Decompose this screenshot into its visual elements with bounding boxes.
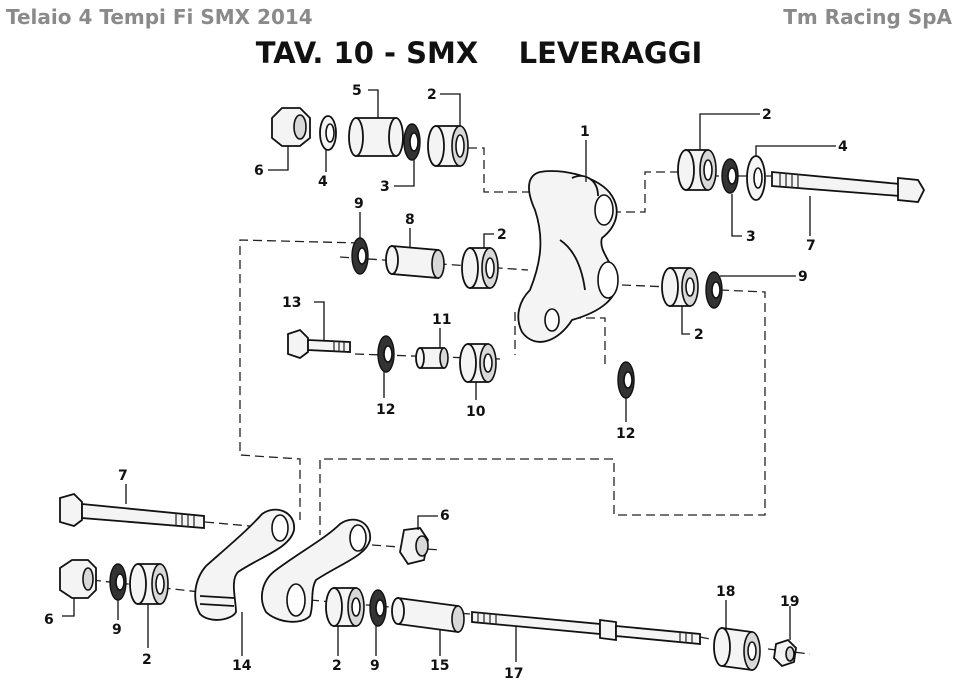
callout-18: 18: [716, 584, 735, 600]
callout-10: 10: [466, 404, 486, 420]
callout-6: 6: [44, 612, 54, 628]
callout-4: 4: [838, 139, 848, 155]
callout-7: 7: [118, 468, 128, 484]
bearing-part-2-bottom-left: [129, 563, 169, 605]
spacer-part-5: [348, 117, 404, 157]
callout-11: 11: [432, 312, 451, 328]
seal-part-9-mid-right: [705, 271, 723, 309]
seal-part-9-mid-left: [351, 237, 369, 275]
callout-8: 8: [405, 212, 415, 228]
spacer-part-15: [391, 596, 465, 634]
callout-12: 12: [616, 426, 635, 442]
callout-2: 2: [694, 327, 704, 343]
callout-7: 7: [806, 238, 816, 254]
callout-2: 2: [332, 658, 342, 674]
callout-2: 2: [142, 652, 152, 668]
rocker-lever-part-1: [517, 170, 619, 343]
bushing-part-18: [713, 626, 761, 672]
callout-3: 3: [380, 179, 390, 195]
callout-17: 17: [504, 666, 523, 682]
nut-part-6-bottom-left: [59, 559, 97, 599]
nut-part-6-top: [271, 107, 311, 147]
callout-leader-lines: [62, 89, 836, 662]
seal-part-9-bottom-mid: [369, 589, 387, 627]
callout-3: 3: [746, 229, 756, 245]
spacer-part-8: [385, 245, 445, 279]
bolt-part-7-top: [771, 171, 926, 203]
seal-part-3-top-left: [403, 123, 421, 161]
header-company-name: Tm Racing SpA: [783, 5, 952, 29]
callout-1: 1: [580, 124, 590, 140]
seal-part-12-left: [377, 335, 395, 373]
callout-2: 2: [497, 227, 507, 243]
bolt-part-7-bottom: [59, 492, 205, 529]
callout-9: 9: [798, 269, 808, 285]
seal-part-12-right: [617, 361, 635, 399]
callout-6: 6: [254, 163, 264, 179]
callout-5: 5: [352, 83, 362, 99]
header-document-title: Telaio 4 Tempi Fi SMX 2014: [6, 5, 313, 29]
washer-part-4-top-right: [746, 155, 766, 201]
callout-2: 2: [762, 107, 772, 123]
callout-6: 6: [440, 508, 450, 524]
callout-15: 15: [430, 658, 449, 674]
callout-14: 14: [232, 658, 252, 674]
callout-13: 13: [282, 295, 301, 311]
callout-12: 12: [376, 402, 395, 418]
callout-4: 4: [318, 174, 328, 190]
bearing-part-2-bottom-mid: [325, 587, 365, 627]
bearing-part-2-top-right: [677, 149, 717, 191]
bearing-part-2-mid-right: [661, 267, 699, 307]
bolt-part-13: [287, 328, 351, 360]
callout-9: 9: [112, 622, 122, 638]
bearing-part-2-top-left: [427, 125, 469, 167]
washer-part-4-top-left: [319, 115, 337, 151]
callout-19: 19: [780, 594, 799, 610]
seal-part-3-top-right: [721, 158, 739, 194]
callout-9: 9: [370, 658, 380, 674]
bearing-part-2-mid-left: [461, 247, 499, 289]
spacer-part-11: [415, 347, 449, 369]
seal-part-9-bottom-left: [109, 563, 127, 601]
page-title: TAV. 10 - SMX LEVERAGGI: [255, 36, 703, 70]
bearing-part-10: [459, 343, 497, 383]
linkage-part-14: [194, 508, 371, 623]
nut-part-19: [773, 638, 797, 668]
callout-9: 9: [354, 196, 364, 212]
callout-2: 2: [427, 87, 437, 103]
shaft-part-17: [471, 611, 701, 645]
nut-part-6-mid-bottom: [399, 527, 429, 566]
callout-numbers: 1 2 2 2 2 2 2 3 3 4 4 5 6 6 6 7 7 8 9 9 …: [44, 83, 848, 682]
